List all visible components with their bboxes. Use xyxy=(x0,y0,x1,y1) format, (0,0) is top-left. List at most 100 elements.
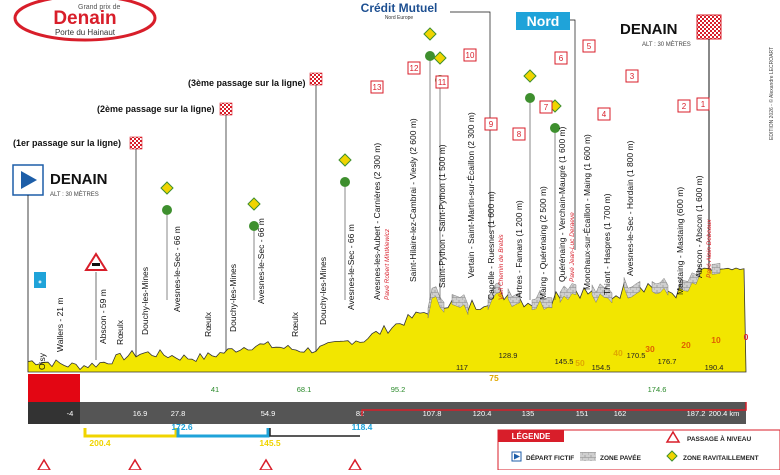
km-mark: 190.4 xyxy=(705,363,724,372)
start-name: DENAIN xyxy=(50,171,108,188)
sector-number: 12 xyxy=(410,64,419,73)
passage-1-label: (1er passage sur la ligne) xyxy=(13,138,121,148)
sector-number: 11 xyxy=(438,78,447,87)
cobbled-segment xyxy=(623,277,641,299)
place-label: Rœulx xyxy=(115,319,125,345)
place-label: Rœulx xyxy=(203,311,213,337)
legend-item-passage: PASSAGE À NIVEAU xyxy=(687,434,751,443)
place-name: Capelle - Ruesnes (1 600 m) xyxy=(486,191,496,300)
km-mark: 68.1 xyxy=(297,385,312,394)
sector-number-box xyxy=(463,48,477,62)
sector-number: 5 xyxy=(587,42,592,51)
km-to-go: 50 xyxy=(575,358,585,368)
place-label: Avesnes-le-Sec - 66 m xyxy=(346,224,356,310)
place-name: Avesnes-le-Sec - 66 m xyxy=(256,218,266,304)
bar-distance: 172.6 xyxy=(171,422,193,432)
km-mark: 187.2 xyxy=(687,409,706,418)
level-crossing-icon xyxy=(127,458,143,471)
km-mark: 16.9 xyxy=(133,409,148,418)
sector-number: 8 xyxy=(517,130,522,139)
place-name: Saint-Hilaire-lez-Cambrai - Viesly (2 60… xyxy=(408,118,418,282)
km-mark: 176.7 xyxy=(658,357,677,366)
passage-3-label: (3ème passage sur la ligne) xyxy=(188,78,306,88)
cobbled-segment xyxy=(559,283,577,304)
passage-2-label: (2ème passage sur la ligne) xyxy=(97,104,215,114)
km-to-go: 10 xyxy=(711,335,721,345)
sector-number-box xyxy=(554,51,568,65)
feed-zone-icon xyxy=(433,51,447,65)
place-label: Saint-Hilaire-lez-Cambrai - Viesly (2 60… xyxy=(408,118,418,282)
place-name: Artres - Famars (1 200 m) xyxy=(514,200,524,298)
place-name: Quérénaing - Verchain-Maugré (1 600 m) xyxy=(557,126,567,282)
sector-number: 7 xyxy=(544,103,549,112)
bottle-icon xyxy=(525,93,535,103)
cobbled-segment xyxy=(487,282,501,310)
place-name: Thiant - Haspres (1 700 m) xyxy=(602,193,612,295)
cobbled-segment xyxy=(531,289,553,311)
level-crossing-icon xyxy=(36,458,52,471)
place-name: Oisy xyxy=(37,352,47,370)
place-label: Avesnes-le-Sec - 66 m xyxy=(172,226,182,312)
km-mark: 170.5 xyxy=(627,351,646,360)
feed-zones xyxy=(160,27,562,300)
bottle-icon xyxy=(340,177,350,187)
sector-number-box xyxy=(696,97,710,111)
sector-number: 1 xyxy=(701,100,706,109)
km-mark: 41 xyxy=(211,385,219,394)
cobbled-segment xyxy=(591,283,613,304)
km-mark: 151 xyxy=(576,409,589,418)
place-name: Wallers - 21 m xyxy=(55,298,65,352)
place-name: Douchy-les-Mines xyxy=(140,267,150,335)
level-crossing-icon xyxy=(258,458,274,471)
km-mark: 27.8 xyxy=(171,409,186,418)
start-block xyxy=(28,374,80,402)
sector-number: 6 xyxy=(559,54,564,63)
place-label: Vertain - Saint-Martin-sur-Écaillon (2 3… xyxy=(466,112,476,278)
feed-zone-icon xyxy=(160,181,174,195)
km-strip xyxy=(80,402,746,424)
bottle-icon xyxy=(425,51,435,61)
feed-zone-icon xyxy=(423,27,437,41)
km-to-go: 40 xyxy=(613,348,623,358)
place-subtitle: Pavé Robert Mintkiewicz xyxy=(384,228,391,300)
lap-bar-3 xyxy=(269,428,360,437)
place-label: Maing - Quérénaing (2 500 m) xyxy=(538,186,548,300)
sector-number-box xyxy=(512,127,526,141)
place-label: Artres - Famars (1 200 m) xyxy=(514,200,524,298)
checkered-flag-icon xyxy=(219,102,233,116)
sector-number: 10 xyxy=(466,51,475,60)
place-name: Avesnes-les-Aubert - Carnières (2 300 m) xyxy=(372,143,382,300)
legend-item-depart: DÉPART FICTIF xyxy=(526,453,574,462)
sector-number-box xyxy=(677,99,691,113)
bar-distance: 118.4 xyxy=(352,422,373,432)
svg-text:◉: ◉ xyxy=(38,279,42,284)
place-label: Douchy-les-Mines xyxy=(228,264,238,332)
place-name: Avesnes-le-Sec - 66 m xyxy=(172,226,182,312)
start-marker: DENAIN ALT : 30 MÈTRES xyxy=(12,164,108,372)
place-name: Abscon - Abscon (1 600 m) xyxy=(694,175,704,278)
passage-3: (3ème passage sur la ligne) xyxy=(188,72,323,370)
place-label: Rœulx xyxy=(290,311,300,337)
cobbled-segment xyxy=(711,262,721,275)
sponsor-sub: Nord Europe xyxy=(385,15,414,21)
sector-number: 4 xyxy=(602,110,607,119)
legend-item-ravito: ZONE RAVITAILLEMENT xyxy=(683,455,759,462)
place-label: Avesnes-le-Sec - 66 m xyxy=(256,218,266,304)
feed-zone-icon xyxy=(523,69,537,83)
sector-number-box xyxy=(582,39,596,53)
level-crossing-marker xyxy=(84,252,108,360)
bottle-icon xyxy=(249,221,259,231)
km-mark: 54.9 xyxy=(261,409,276,418)
finish-marker: DENAIN ALT : 30 MÈTRES xyxy=(620,14,722,270)
km-mark: 128.9 xyxy=(499,351,518,360)
logo-line3: Porte du Hainaut xyxy=(55,28,116,37)
sector-number-box xyxy=(435,75,449,89)
sector-number: 9 xyxy=(489,120,494,129)
place-name: Douchy-les-Mines xyxy=(228,264,238,332)
km-mark: 135 xyxy=(522,409,535,418)
feed-zone-icon xyxy=(338,153,352,167)
km-mark: 174.6 xyxy=(648,385,667,394)
lap-bar-2 xyxy=(176,428,270,438)
